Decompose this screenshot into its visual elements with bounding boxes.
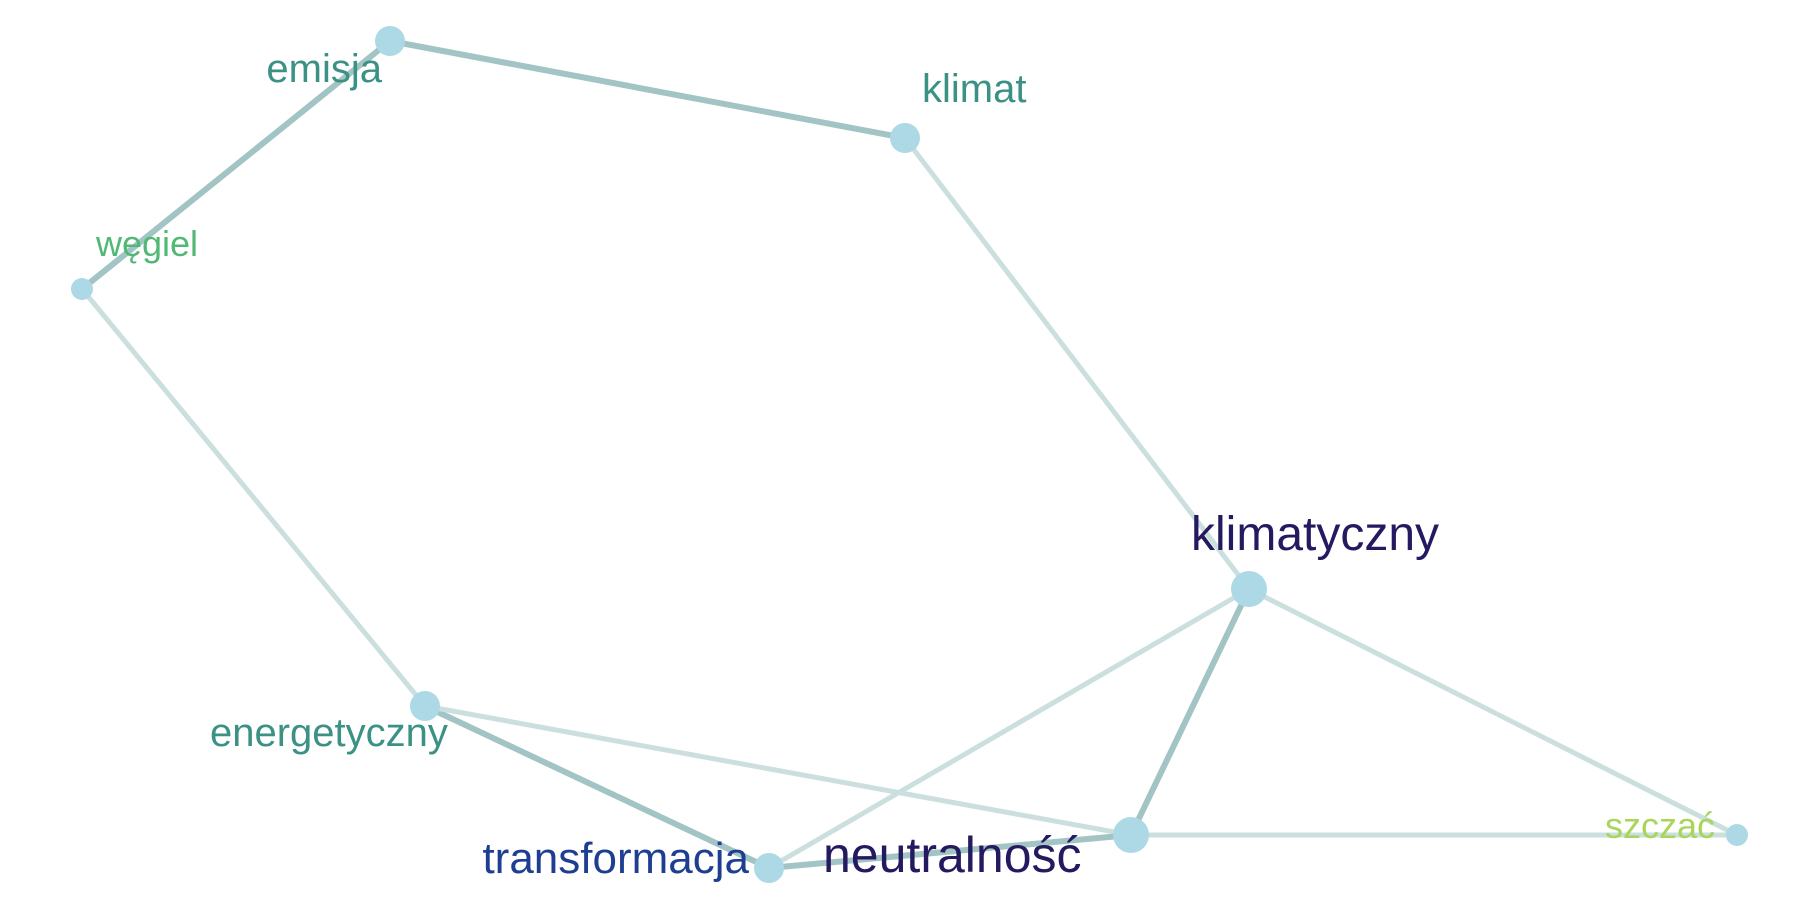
node-wegiel (71, 278, 93, 300)
edges-layer (79, 38, 1740, 871)
edge-energetyczny-transformacja (422, 703, 772, 871)
edge-klimatyczny-neutralnosc (1128, 586, 1252, 838)
node-label-szczac: szczać (1605, 805, 1715, 846)
node-label-emisja: emisja (266, 47, 382, 91)
node-label-wegiel: węgiel (95, 223, 198, 264)
edge-transformacja-neutralnosc (766, 832, 1134, 871)
edge-klimatyczny-szczac (1246, 586, 1740, 838)
labels-layer: emisja klimat węgiel klimatyczny energetyczn… (95, 47, 1715, 883)
node-label-klimat: klimat (922, 67, 1026, 111)
edge-transformacja-klimatyczny (766, 586, 1252, 871)
node-klimat (890, 123, 920, 153)
node-label-neutralnosc: neutralność (823, 827, 1082, 883)
edge-emisja-wegiel (79, 38, 393, 292)
node-klimatyczny (1231, 571, 1267, 607)
edge-klimat-klimatyczny (902, 135, 1252, 592)
node-label-transformacja: transformacja (482, 834, 749, 883)
node-transformacja (754, 853, 784, 883)
node-emisja (375, 26, 405, 56)
node-label-klimatyczny: klimatyczny (1191, 508, 1439, 561)
edge-wegiel-energetyczny (79, 286, 428, 709)
node-energetyczny (410, 691, 440, 721)
node-label-energetyczny: energetyczny (210, 711, 448, 755)
edge-energetyczny-neutralnosc (422, 703, 1134, 838)
node-neutralnosc (1113, 817, 1149, 853)
node-szczac (1726, 824, 1748, 846)
nodes-layer (71, 26, 1748, 883)
edge-emisja-klimat (387, 38, 908, 141)
